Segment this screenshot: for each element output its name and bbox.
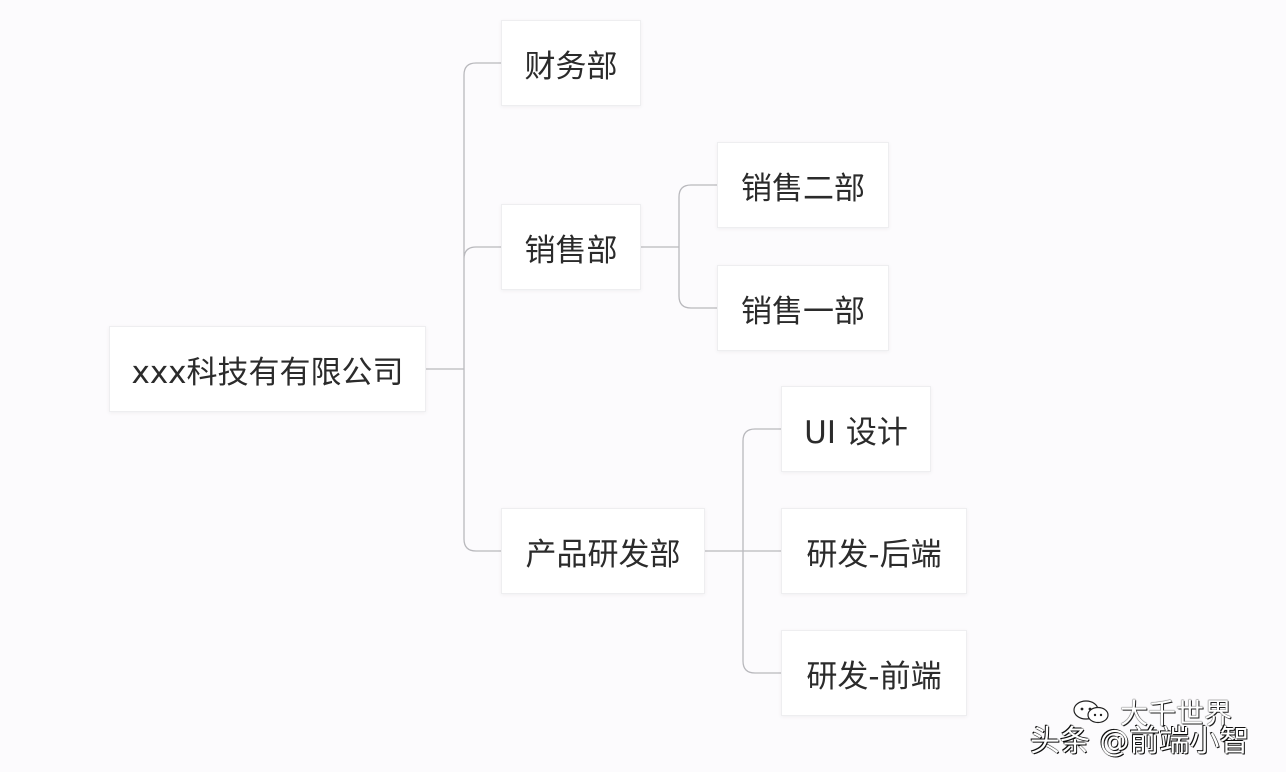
node-backend[interactable]: 研发-后端 bbox=[781, 508, 967, 594]
connector-rd bbox=[705, 428, 781, 674]
connector-sales bbox=[641, 184, 717, 309]
node-sales-label: 销售部 bbox=[524, 232, 618, 269]
connector-root bbox=[426, 62, 501, 552]
node-frontend-label: 研发-前端 bbox=[806, 658, 942, 695]
node-rd-label: 产品研发部 bbox=[525, 536, 681, 573]
node-finance-label: 财务部 bbox=[524, 48, 618, 85]
node-backend-label: 研发-后端 bbox=[806, 536, 942, 573]
node-sales-1[interactable]: 销售一部 bbox=[717, 265, 889, 351]
node-sales-1-label: 销售一部 bbox=[741, 293, 865, 330]
node-frontend[interactable]: 研发-前端 bbox=[781, 630, 967, 716]
node-sales-2[interactable]: 销售二部 bbox=[717, 142, 889, 228]
node-ui-design[interactable]: UI 设计 bbox=[781, 386, 931, 472]
root-node[interactable]: xxx科技有有限公司 bbox=[109, 326, 426, 412]
root-node-label: xxx科技有有限公司 bbox=[131, 354, 404, 391]
node-ui-design-label: UI 设计 bbox=[804, 414, 908, 451]
node-finance[interactable]: 财务部 bbox=[501, 20, 641, 106]
node-sales[interactable]: 销售部 bbox=[501, 204, 641, 290]
node-sales-2-label: 销售二部 bbox=[741, 170, 865, 207]
node-rd[interactable]: 产品研发部 bbox=[501, 508, 705, 594]
